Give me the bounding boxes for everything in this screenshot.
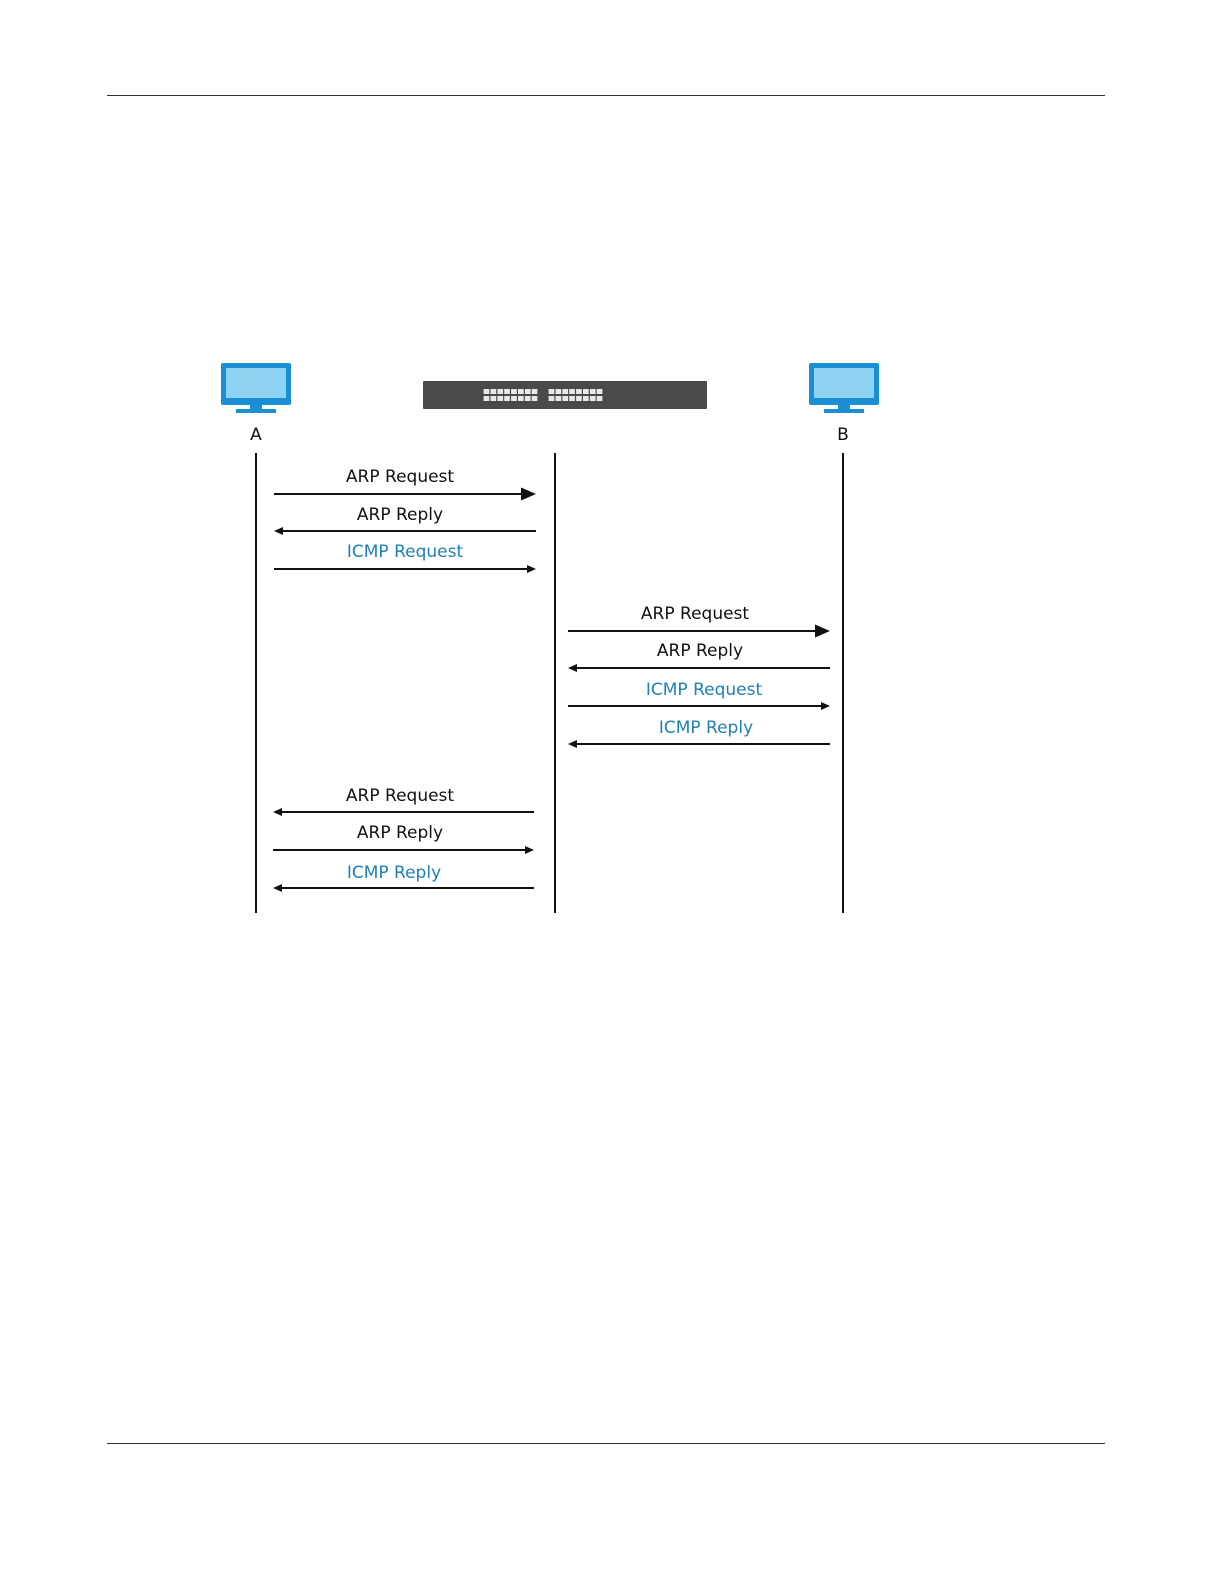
host-b-label: B — [837, 425, 849, 445]
message-label: ARP Reply — [657, 641, 743, 661]
message-3: ICMP Request — [274, 542, 536, 573]
message-4: ARP Request — [568, 604, 830, 638]
message-9: ARP Reply — [273, 823, 534, 854]
message-label: ARP Request — [346, 786, 454, 806]
switch-port — [518, 389, 524, 394]
switch-port — [491, 389, 497, 394]
switch-port — [484, 396, 490, 401]
switch-port — [549, 389, 555, 394]
switch-port — [511, 396, 517, 401]
arrowhead-right-icon — [525, 846, 534, 854]
switch-port — [504, 396, 510, 401]
switch-port — [562, 389, 568, 394]
switch-port — [532, 396, 538, 401]
message-2: ARP Reply — [274, 505, 536, 535]
message-label: ICMP Request — [347, 542, 464, 562]
switch-port — [511, 389, 517, 394]
arrowhead-right-icon — [815, 625, 830, 638]
arrowhead-left-icon — [568, 664, 577, 672]
switch-port — [497, 396, 503, 401]
switch-port — [525, 396, 531, 401]
switch-port — [590, 396, 596, 401]
message-6: ICMP Request — [568, 680, 830, 710]
host-b-monitor-icon — [809, 363, 879, 413]
switch-port — [484, 389, 490, 394]
message-label: ARP Request — [346, 467, 454, 487]
switch-port — [497, 389, 503, 394]
message-7: ICMP Reply — [568, 718, 830, 748]
switch-port — [569, 389, 575, 394]
message-label: ARP Reply — [357, 823, 443, 843]
message-8: ARP Request — [273, 786, 534, 816]
message-label: ICMP Request — [646, 680, 763, 700]
message-label: ICMP Reply — [347, 863, 441, 883]
arrowhead-left-icon — [273, 884, 282, 892]
switch-port — [590, 389, 596, 394]
switch-port — [597, 389, 603, 394]
arrowhead-right-icon — [521, 488, 536, 501]
switch-port — [576, 389, 582, 394]
message-label: ARP Reply — [357, 505, 443, 525]
switch-icon — [423, 381, 707, 409]
switch-port — [583, 396, 589, 401]
switch-port — [569, 396, 575, 401]
arrowhead-right-icon — [527, 565, 536, 573]
switch-port — [504, 389, 510, 394]
host-a-label: A — [250, 425, 262, 445]
switch-port — [532, 389, 538, 394]
switch-port — [556, 396, 562, 401]
switch-port — [562, 396, 568, 401]
message-5: ARP Reply — [568, 641, 830, 672]
arrowhead-left-icon — [273, 808, 282, 816]
switch-port — [597, 396, 603, 401]
switch-port — [525, 389, 531, 394]
switch-port — [518, 396, 524, 401]
arrowhead-left-icon — [274, 527, 283, 535]
switch-port — [583, 389, 589, 394]
arrowhead-right-icon — [821, 702, 830, 710]
message-label: ARP Request — [641, 604, 749, 624]
switch-port — [549, 396, 555, 401]
arrowhead-left-icon — [568, 740, 577, 748]
message-label: ICMP Reply — [659, 718, 753, 738]
switch-port — [576, 396, 582, 401]
switch-port — [491, 396, 497, 401]
host-a-monitor-icon — [221, 363, 291, 413]
switch-port — [556, 389, 562, 394]
message-1: ARP Request — [274, 467, 536, 501]
message-10: ICMP Reply — [273, 863, 534, 892]
